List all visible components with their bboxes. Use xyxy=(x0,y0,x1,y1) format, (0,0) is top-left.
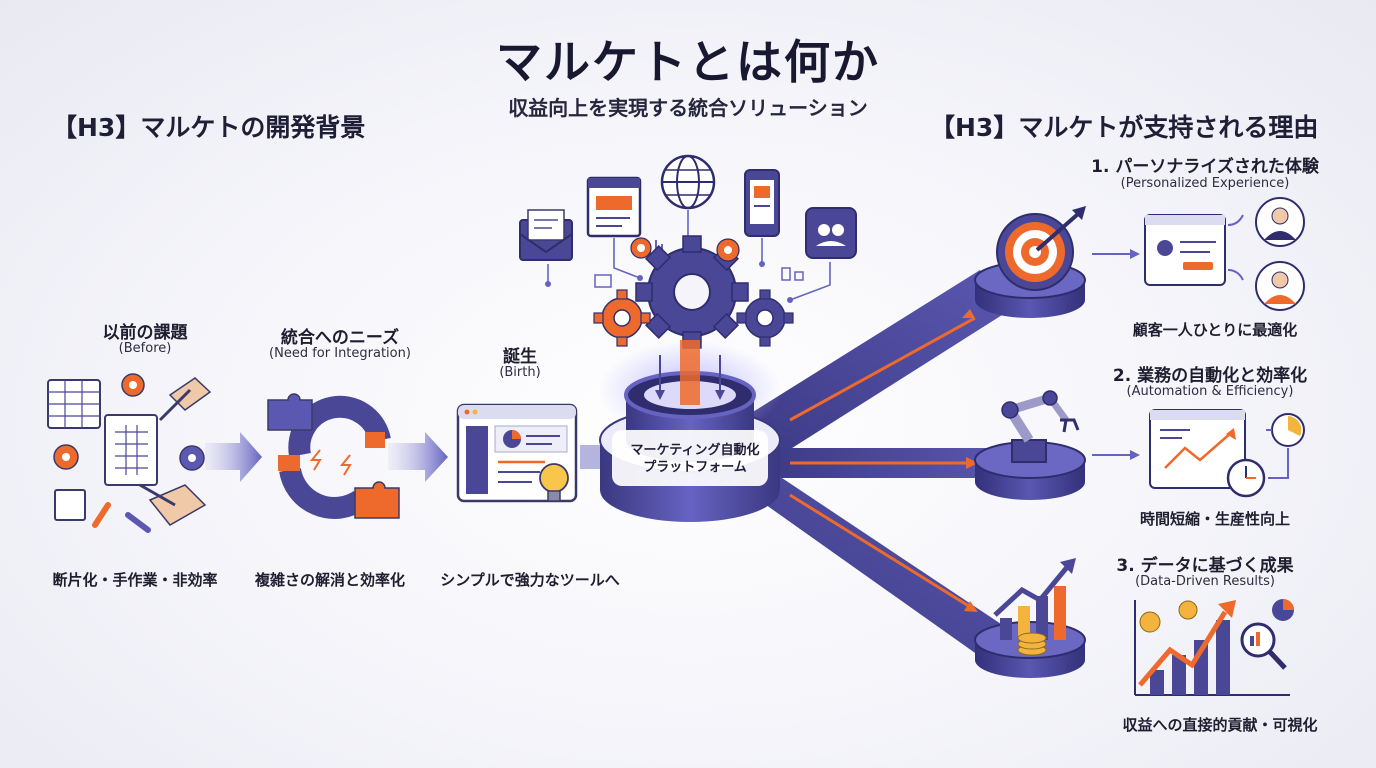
integration-magnet-icon xyxy=(267,393,400,519)
beams-to-reasons xyxy=(740,270,1010,660)
channel-icons xyxy=(519,154,857,303)
hub-label-line2: プラットフォーム xyxy=(643,460,747,475)
target-pod-icon xyxy=(974,206,1086,318)
step-birth-caption: シンプルで強力なツールへ xyxy=(440,571,620,589)
reason-1-subtitle: (Personalized Experience) xyxy=(1120,176,1290,191)
step-birth-title: 誕生 xyxy=(503,347,537,367)
reason-3-title: 3. データに基づく成果 xyxy=(1116,556,1294,576)
step-before-subtitle: (Before) xyxy=(118,341,172,356)
background-heading: 【H3】マルケトの開発背景 xyxy=(52,113,366,142)
hub-label: マーケティング自動化 プラットフォーム xyxy=(610,442,780,476)
before-illustration-icon xyxy=(47,373,212,533)
reason-3-subtitle: (Data-Driven Results) xyxy=(1135,574,1275,589)
reason-2-title: 2. 業務の自動化と効率化 xyxy=(1112,366,1308,386)
page-title: マルケトとは何か xyxy=(496,35,880,89)
automation-dashboard-icon xyxy=(1149,409,1305,498)
growth-chart-pod-icon xyxy=(974,558,1086,678)
step-integration-caption: 複雑さの解消と効率化 xyxy=(254,571,405,589)
reason-3-caption: 収益への直接的貢献・可視化 xyxy=(1122,716,1318,734)
step-before-title: 以前の課題 xyxy=(102,323,188,343)
hub-label-line1: マーケティング自動化 xyxy=(630,443,760,458)
detail-arrows xyxy=(1092,249,1140,460)
personalized-profile-icon xyxy=(1144,197,1305,311)
robot-arm-pod-icon xyxy=(974,390,1086,500)
page-subtitle: 収益向上を実現する統合ソリューション xyxy=(508,96,868,120)
data-analytics-icon xyxy=(1134,599,1294,696)
reason-2-caption: 時間短縮・生産性向上 xyxy=(1139,510,1290,528)
birth-app-icon xyxy=(456,403,578,503)
reason-1-title: 1. パーソナライズされた体験 xyxy=(1091,157,1319,177)
step-integration-title: 統合へのニーズ xyxy=(280,328,400,348)
reason-1-caption: 顧客一人ひとりに最適化 xyxy=(1132,321,1298,339)
platform-hub-icon xyxy=(598,340,782,522)
reason-2-subtitle: (Automation & Efficiency) xyxy=(1126,384,1294,399)
step-before-caption: 断片化・手作業・非効率 xyxy=(52,571,218,589)
gears-icon xyxy=(593,235,794,349)
step-birth-subtitle: (Birth) xyxy=(499,365,541,380)
reasons-heading: 【H3】マルケトが支持される理由 xyxy=(930,113,1319,142)
step-integration-subtitle: (Need for Integration) xyxy=(269,346,411,361)
